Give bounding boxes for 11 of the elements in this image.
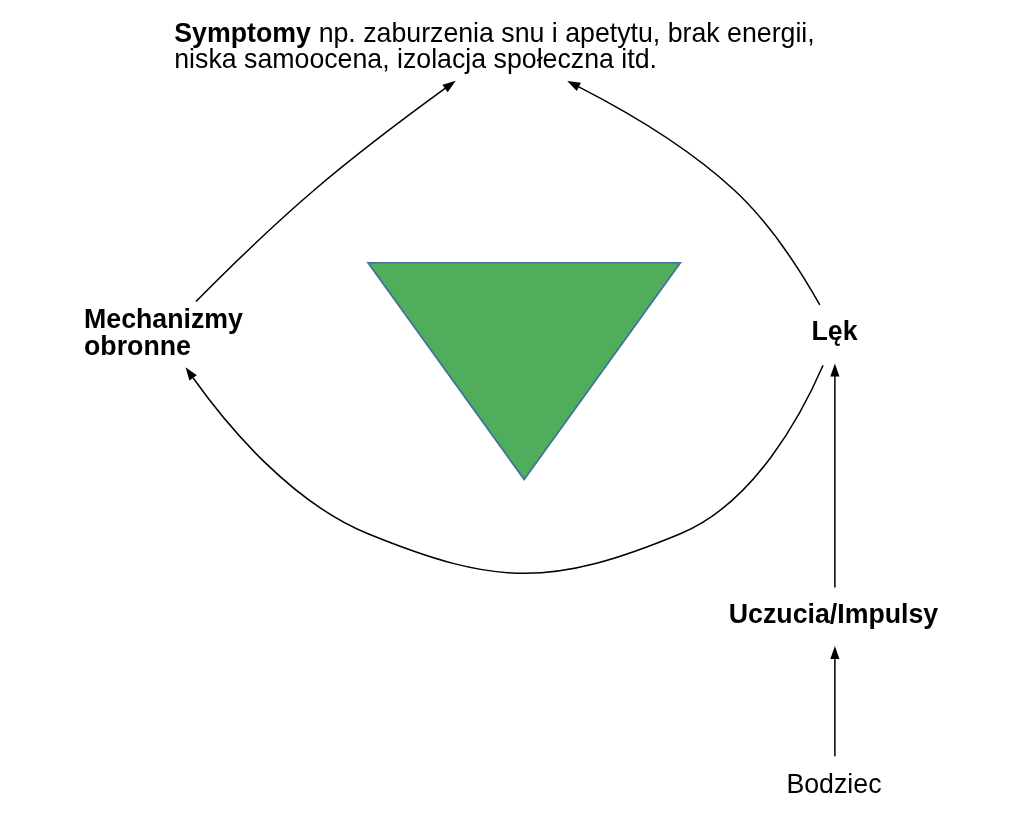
- node-text: Bodziec: [785, 769, 882, 800]
- arrow: [829, 363, 839, 589]
- arrow: [185, 364, 824, 575]
- node-text: Symptomy np. zaburzenia snu i apetytu, brak energii, niska samoocena, izolacja społeczna itd.: [173, 17, 815, 75]
- node-triangle: [365, 261, 682, 481]
- arrow: [194, 80, 456, 303]
- node-text: Mechanizmy obronne: [83, 303, 243, 361]
- arrow: [829, 646, 839, 758]
- node-text: Lęk: [811, 315, 858, 346]
- node-text: Uczucia/Impulsy: [728, 598, 938, 629]
- arrow: [566, 81, 821, 306]
